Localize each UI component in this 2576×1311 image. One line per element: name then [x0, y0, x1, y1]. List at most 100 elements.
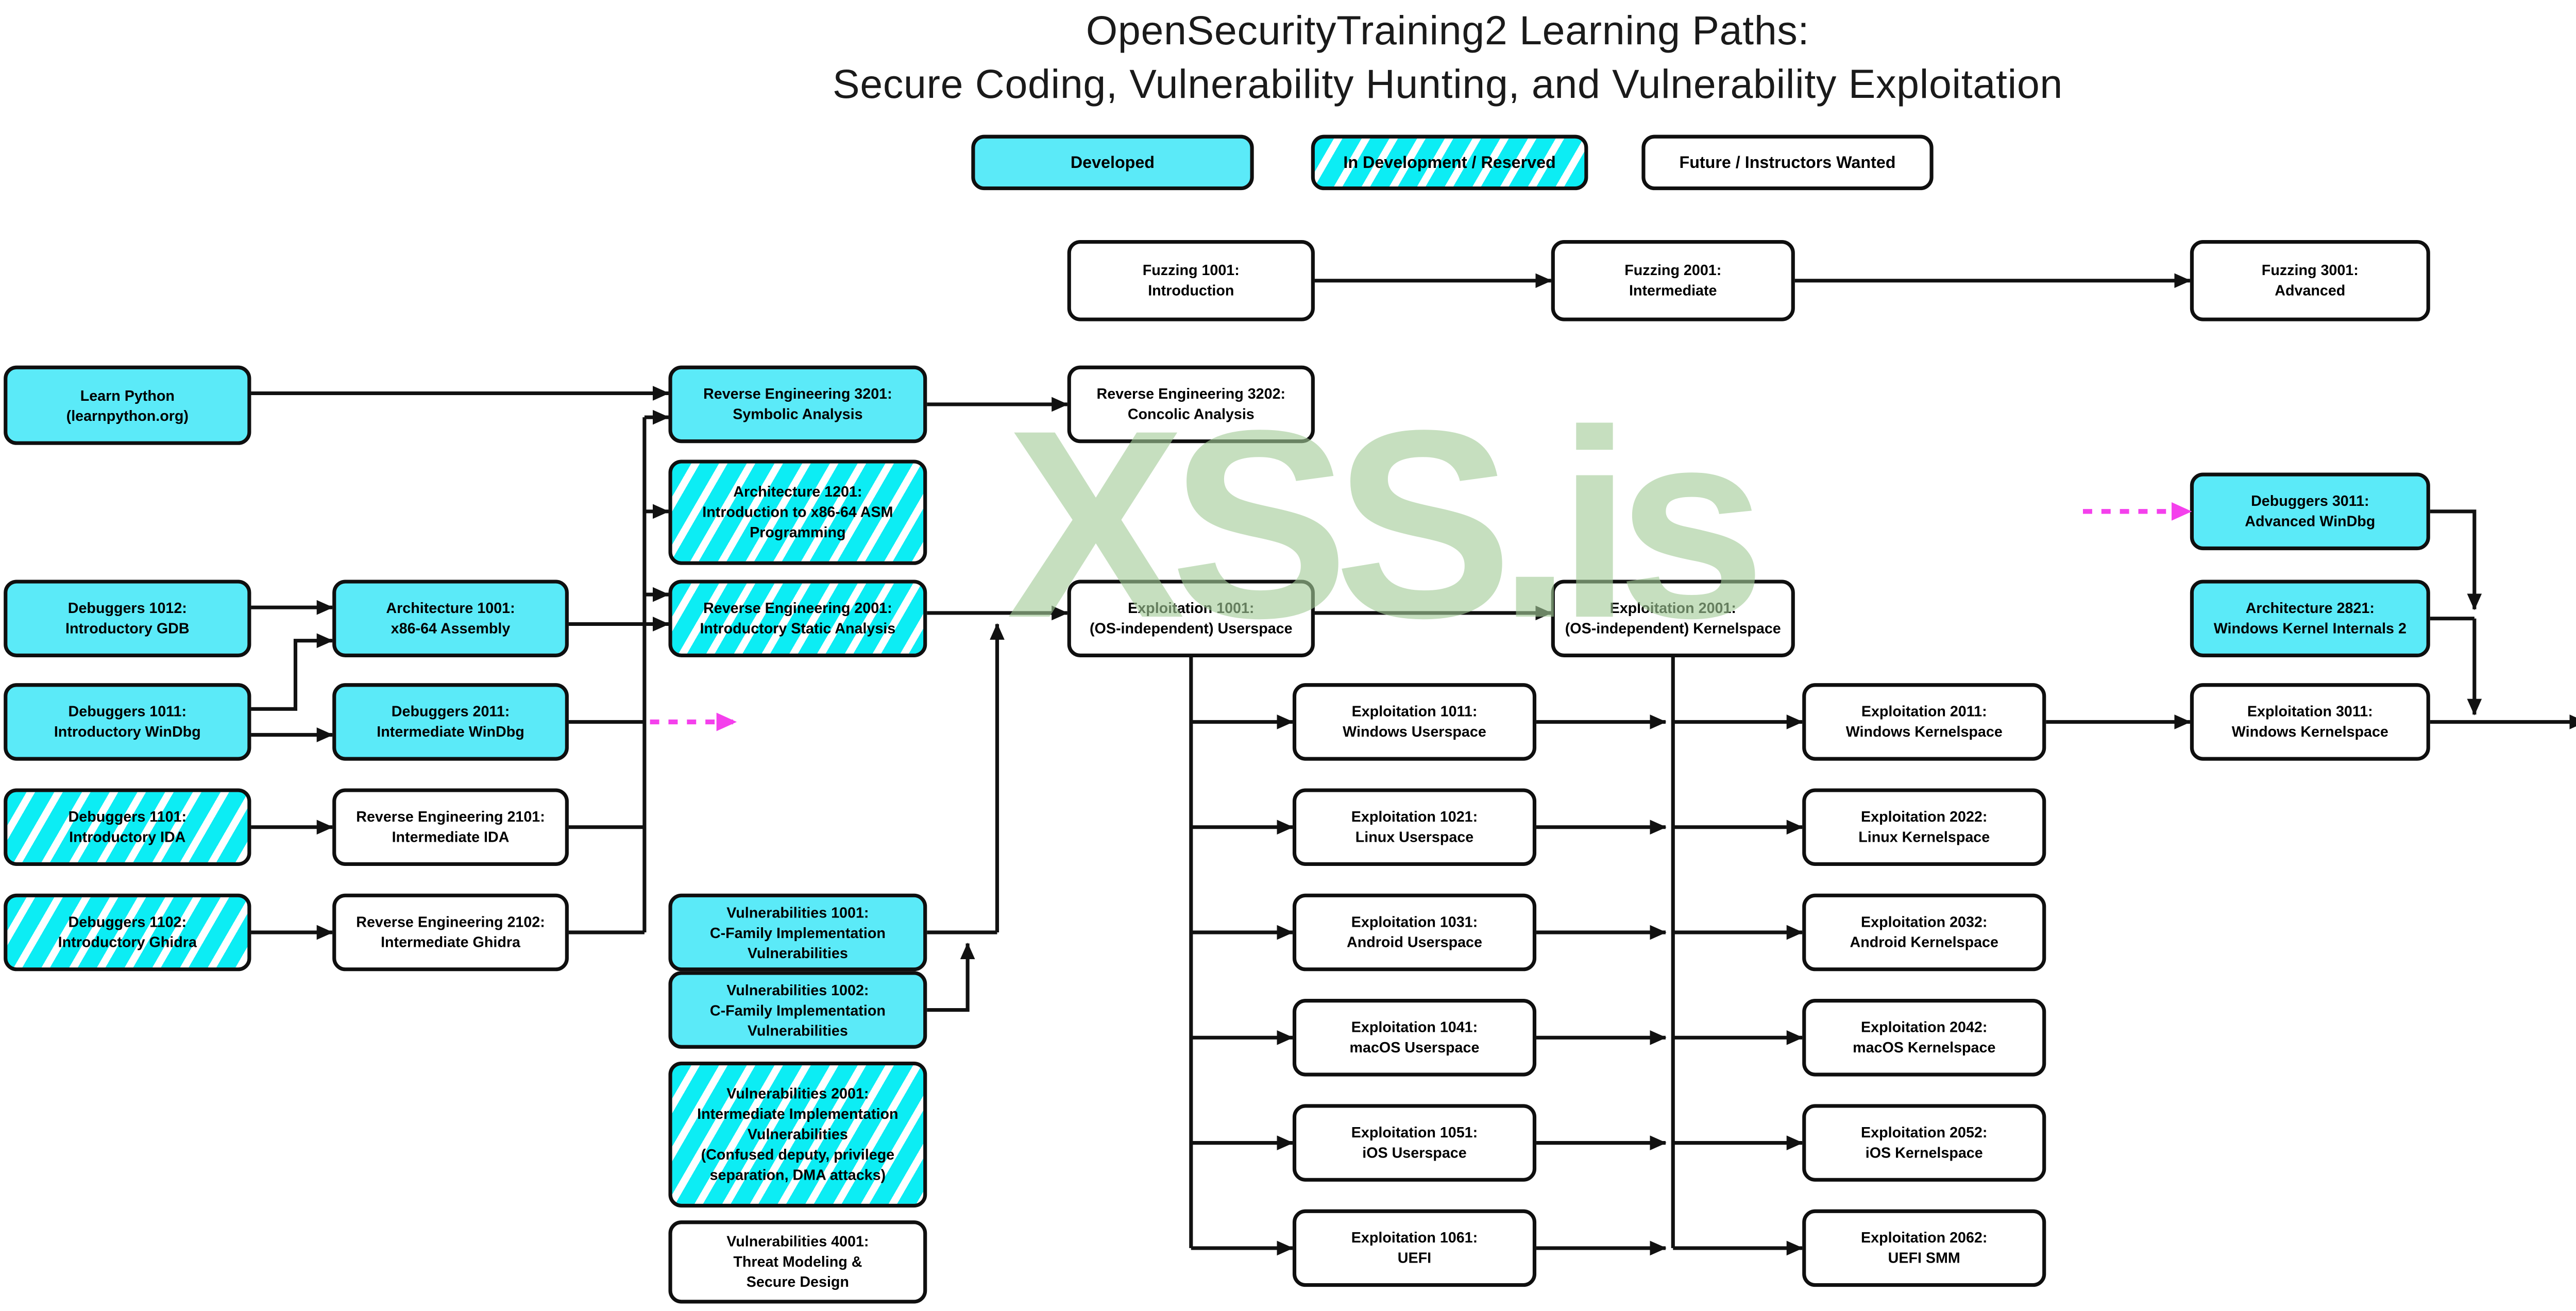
legend-in-development: In Development / Reserved [1311, 134, 1588, 191]
node-label-line: Exploitation 2001: [1609, 600, 1736, 617]
node-deb-1101: Debuggers 1101: Introductory IDA [4, 788, 251, 866]
node-label-line: Windows Kernelspace [1845, 724, 2003, 741]
node-label-line: Reverse Engineering 2102: [356, 914, 545, 931]
node-label-line: Intermediate Implementation [697, 1105, 899, 1123]
node-label-line: iOS Userspace [1362, 1145, 1467, 1162]
node-fuzzing-3001: Fuzzing 3001:Advanced [2190, 240, 2430, 321]
node-label-line: Exploitation 3011: [2247, 703, 2373, 720]
node-re-3201: Reverse Engineering 3201: Symbolic Analys… [668, 365, 927, 444]
node-label-line: Android Userspace [1347, 934, 1482, 951]
node-label-line: (OS-independent) Kernelspace [1565, 620, 1781, 637]
node-label-line: Reverse Engineering 3202: [1096, 386, 1286, 403]
node-label-line: Introductory WinDbg [54, 724, 201, 741]
node-deb-2011: Debuggers 2011:Intermediate WinDbg [332, 683, 569, 761]
node-label-line: macOS Kernelspace [1853, 1039, 1996, 1057]
node-expl-2032: Exploitation 2032: Android Kernelspace [1802, 893, 2046, 972]
edge-deb-1011-to-arch-1001 [251, 633, 333, 711]
node-label-line: Exploitation 1041: [1351, 1019, 1478, 1036]
node-fuzzing-2001: Fuzzing 2001: Intermediate [1551, 240, 1795, 321]
node-deb-3011: Debuggers 3011:Advanced WinDbg [2190, 472, 2430, 551]
node-label-line: Vulnerabilities 1001: [726, 904, 869, 921]
node-label-line: Concolic Analysis [1127, 406, 1255, 423]
node-vuln-4001: Vulnerabilities 4001:Threat Modeling &Se… [668, 1220, 927, 1304]
node-re-2102: Reverse Engineering 2102:Intermediate Gh… [332, 893, 569, 972]
node-expl-2001: Exploitation 2001: (OS-independent) Kerne… [1551, 580, 1795, 657]
node-label-line: Exploitation 2032: [1861, 914, 1988, 931]
legend-future-instructors-wanted: Future / Instructors Wanted [1641, 134, 1934, 191]
node-label-line: C-Family Implementation [709, 1001, 886, 1018]
node-expl-1011: Exploitation 1011: Windows Userspace [1292, 683, 1537, 761]
node-label-line: Debuggers 1101: [68, 808, 187, 826]
node-label-line: Secure Design [746, 1274, 849, 1291]
edge-deb-3011-down [2430, 509, 2482, 610]
node-label-line: Introduction [1148, 282, 1234, 299]
node-expl-2011: Exploitation 2011: Windows Kernelspace [1802, 683, 2046, 761]
title-line-1: OpenSecurityTraining2 Learning Paths: [1086, 7, 1810, 54]
node-expl-1051: Exploitation 1051:iOS Userspace [1292, 1104, 1537, 1182]
node-label-line: Exploitation 1021: [1351, 808, 1478, 826]
node-label-line: Linux Kernelspace [1858, 829, 1990, 846]
node-label-line: Exploitation 1031: [1351, 914, 1478, 931]
node-label-line: Windows Userspace [1343, 724, 1486, 741]
node-expl-2062: Exploitation 2062: UEFI SMM [1802, 1209, 2046, 1287]
node-label-line: UEFI [1397, 1250, 1432, 1267]
node-label-line: Exploitation 1011: [1351, 703, 1478, 720]
node-re-3202: Reverse Engineering 3202: Concolic Analys… [1067, 365, 1315, 444]
node-expl-1001: Exploitation 1001:(OS-independent) Users… [1067, 580, 1315, 657]
node-expl-1061: Exploitation 1061:UEFI [1292, 1209, 1537, 1287]
node-arch-1001: Architecture 1001:x86-64 Assembly [332, 580, 569, 657]
node-label-line: Exploitation 2052: [1861, 1124, 1988, 1142]
node-label-line: Intermediate WinDbg [377, 724, 524, 741]
node-deb-1012: Debuggers 1012: Introductory GDB [4, 580, 251, 657]
node-label-line: Reverse Engineering 2101: [356, 808, 545, 826]
node-label-line: Introductory GDB [65, 620, 190, 637]
node-label-line: Introductory Static Analysis [700, 620, 896, 637]
node-label-line: Android Kernelspace [1850, 934, 1998, 951]
node-label-line: Architecture 1201: [733, 484, 862, 501]
node-learn-python: Learn Python(learnpython.org) [4, 365, 251, 445]
node-label-line: UEFI SMM [1888, 1250, 1960, 1267]
node-label-line: Fuzzing 2001: [1624, 262, 1722, 279]
node-expl-1031: Exploitation 1031: Android Userspace [1292, 893, 1537, 972]
node-expl-1041: Exploitation 1041:macOS Userspace [1292, 999, 1537, 1077]
node-expl-2022: Exploitation 2022:Linux Kernelspace [1802, 788, 2046, 866]
node-label-line: Symbolic Analysis [733, 406, 863, 423]
node-label-line: Introductory IDA [69, 829, 186, 846]
node-label-line: Reverse Engineering 2001: [703, 600, 892, 617]
node-label-line: Intermediate [1629, 282, 1717, 299]
node-label-line: (Confused deputy, privilege [701, 1146, 895, 1164]
page-title: OpenSecurityTraining2 Learning Paths: Se… [0, 4, 2576, 111]
node-vuln-1002: Vulnerabilities 1002: C-Family Implementa… [668, 971, 927, 1049]
node-expl-2042: Exploitation 2042: macOS Kernelspace [1802, 999, 2046, 1077]
node-arch-1201: Architecture 1201:Introduction to x86-64… [668, 459, 927, 565]
node-deb-1102: Debuggers 1102:Introductory Ghidra [4, 893, 251, 972]
node-deb-1011: Debuggers 1011: Introductory WinDbg [4, 683, 251, 761]
node-label-line: Advanced [2275, 282, 2346, 299]
node-label-line: x86-64 Assembly [391, 620, 511, 637]
node-label-line: Vulnerabilities 1002: [726, 981, 869, 998]
node-label-line: Debuggers 1011: [68, 703, 187, 720]
node-label-line: Vulnerabilities 2001: [726, 1085, 869, 1102]
node-re-2001: Reverse Engineering 2001: Introductory St… [668, 580, 927, 657]
legend-developed: Developed [971, 134, 1254, 191]
edge-vuln-1002-join-up [927, 942, 975, 1012]
title-line-2: Secure Coding, Vulnerability Hunting, an… [833, 61, 2063, 107]
node-label-line: Fuzzing 1001: [1142, 262, 1240, 279]
node-vuln-2001: Vulnerabilities 2001: Intermediate Implem… [668, 1061, 927, 1208]
node-label-line: Reverse Engineering 3201: [703, 386, 892, 403]
node-label-line: Exploitation 2062: [1861, 1230, 1988, 1247]
node-label-line: separation, DMA attacks) [709, 1167, 886, 1184]
node-label-line: Vulnerabilities [747, 1126, 848, 1143]
node-label-line: Programming [750, 524, 846, 541]
node-label-line: Exploitation 2042: [1861, 1019, 1988, 1036]
node-label-line: (learnpython.org) [66, 407, 189, 424]
node-label-line: Exploitation 2011: [1861, 703, 1987, 720]
node-re-2101: Reverse Engineering 2101:Intermediate ID… [332, 788, 569, 866]
node-label-line: Vulnerabilities 4001: [726, 1233, 869, 1250]
node-label-line: Architecture 2821: [2245, 600, 2375, 617]
node-label-line: (OS-independent) Userspace [1090, 620, 1293, 637]
node-label-line: Debuggers 3011: [2251, 492, 2369, 510]
node-label-line: Debuggers 1012: [67, 600, 187, 617]
